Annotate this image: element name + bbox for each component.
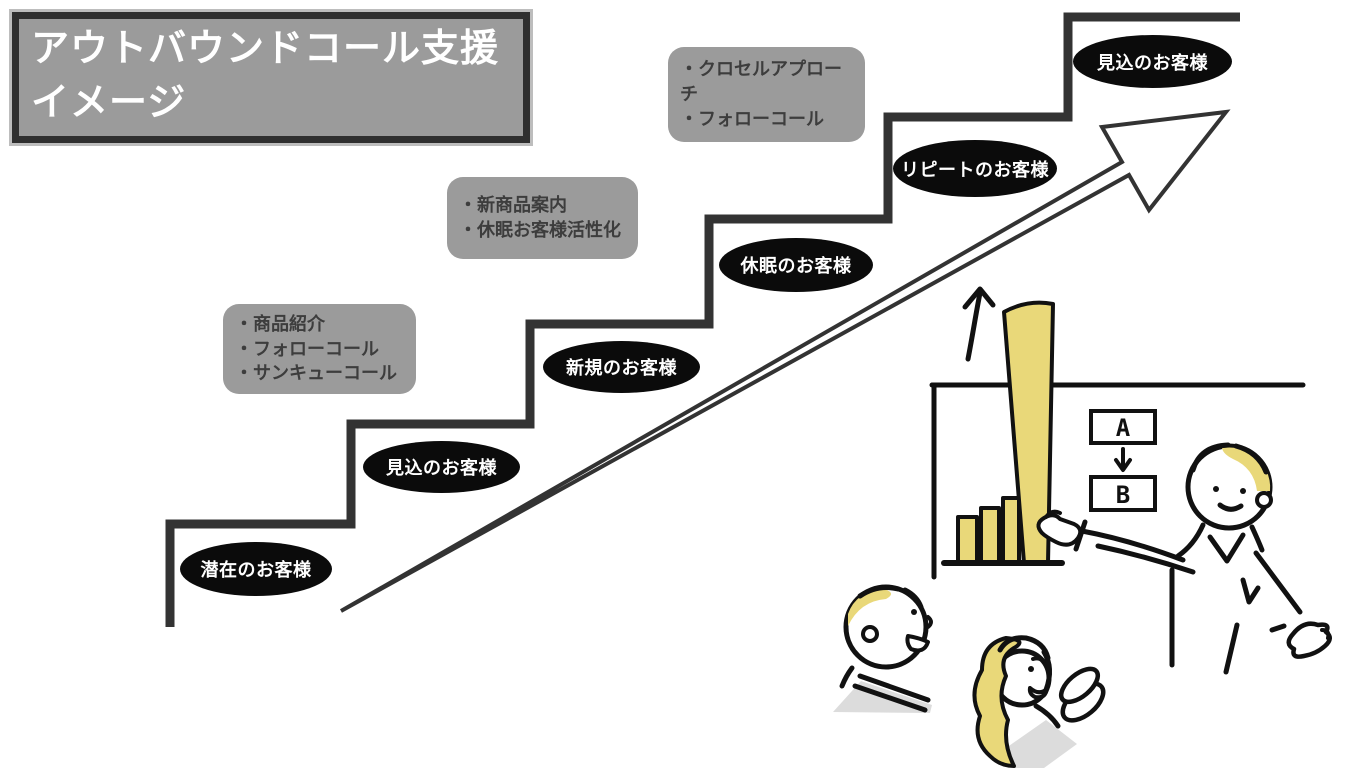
presenter-figure xyxy=(1036,442,1332,675)
stage-ellipse-new: 新規のお客様 xyxy=(543,341,700,393)
callout-line: ・クロセルアプローチ xyxy=(680,59,842,105)
callout-line: ・新商品案内 xyxy=(459,195,567,216)
callout-line: ・フォローコール xyxy=(235,338,379,359)
callout-line: ・休眠お客様活性化 xyxy=(459,220,621,240)
stage-label: 見込のお客様 xyxy=(386,458,497,478)
callout-products: ・商品紹介 ・フォローコール ・サンキューコール xyxy=(223,304,416,394)
stage-ellipse-prospect-top: 見込のお客様 xyxy=(1073,35,1232,88)
callout-line: ・フォローコール xyxy=(680,108,824,129)
stage-label: 新規のお客様 xyxy=(566,358,677,378)
stage-ellipse-repeat: リピートのお客様 xyxy=(893,140,1057,197)
audience-man-figure xyxy=(833,584,933,713)
stage-ellipse-prospect: 見込のお客様 xyxy=(363,441,520,493)
audience-woman-figure xyxy=(972,635,1106,768)
stage-label: 休眠のお客様 xyxy=(740,256,852,276)
callout-line: ・サンキューコール xyxy=(235,363,397,384)
callout-new-products: ・新商品案内 ・休眠お客様活性化 xyxy=(447,177,638,259)
stage-label: 潜在のお客様 xyxy=(200,560,312,580)
title-line-2: イメージ xyxy=(31,81,187,124)
callout-line: ・商品紹介 xyxy=(235,313,325,334)
stage-ellipse-potential: 潜在のお客様 xyxy=(180,542,332,596)
sign-letter-a: A xyxy=(1116,414,1131,442)
ab-sign-icon: A B xyxy=(1089,409,1157,512)
whiteboard xyxy=(929,382,1306,580)
bar-chart xyxy=(941,300,1065,566)
stage-label: 見込のお客様 xyxy=(1097,52,1208,73)
growth-arrow xyxy=(340,109,1231,613)
sign-letter-b: B xyxy=(1116,481,1130,509)
up-arrow-icon xyxy=(962,286,996,362)
title-box: アウトバウンドコール支援 イメージ xyxy=(12,12,530,143)
callout-cross-sell: ・クロセルアプローチ ・フォローコール xyxy=(668,47,865,142)
title-line-1: アウトバウンドコール支援 xyxy=(31,28,500,70)
stage-label: リピートのお客様 xyxy=(901,159,1049,180)
staircase xyxy=(165,12,1240,627)
stage-ellipse-dormant: 休眠のお客様 xyxy=(719,238,873,292)
